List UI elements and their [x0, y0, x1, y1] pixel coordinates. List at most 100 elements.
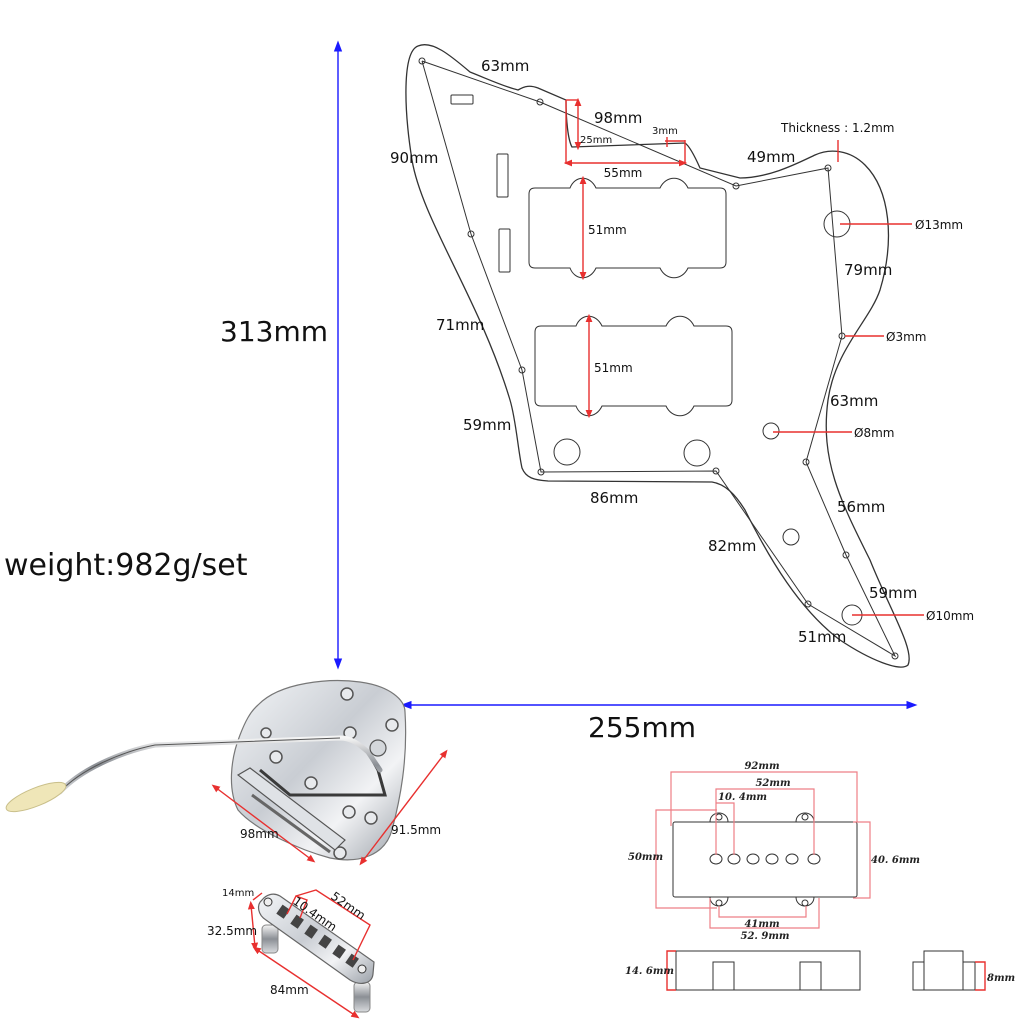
end-height-line	[975, 961, 986, 991]
screw-hole	[518, 366, 526, 374]
bridge-post	[261, 924, 279, 954]
edge-dim-top-mid: 98mm	[594, 109, 642, 127]
pole-piece	[709, 853, 723, 865]
side-height-line	[666, 950, 676, 991]
screw-hole	[842, 551, 850, 559]
screw-hole	[537, 468, 545, 476]
bridge-post	[353, 981, 371, 1013]
weight-label: weight:982g/set	[4, 548, 248, 583]
ear-inner-label: 41mm	[744, 919, 779, 930]
bridge-screw-icon	[263, 897, 273, 907]
side-height-label: 14. 6mm	[625, 966, 674, 977]
pole-span-label: 52mm	[755, 778, 790, 789]
screw-hole	[712, 467, 720, 475]
pickguard-outline	[405, 44, 910, 668]
screw-icon	[385, 718, 399, 732]
neck-cutout-dimensions: 25mm 55mm 3mm	[563, 97, 688, 180]
mount-height-label: 50mm	[628, 852, 663, 863]
edge-dim-top-right: 49mm	[747, 148, 795, 166]
pickguard-drawing: 51mm 51mm Ø13mm Ø3mm Ø8mm Ø10mm 25mm 55m…	[390, 44, 974, 668]
edge-dim-tail-left: 51mm	[798, 628, 846, 646]
cutout-width-label: 55mm	[604, 166, 643, 180]
screw-icon	[304, 776, 318, 790]
pickup-end-ear	[912, 961, 925, 991]
edge-dim-left-upper: 90mm	[390, 149, 438, 167]
hole-dim-10: Ø10mm	[926, 609, 974, 623]
screw-holes	[418, 57, 899, 660]
bridge-screw-icon	[357, 964, 367, 974]
height-label: 313mm	[220, 315, 328, 348]
pickup-end-view: 8mm	[912, 950, 1015, 991]
height-dimension: 313mm	[220, 40, 343, 670]
pickup-side-tab	[712, 961, 735, 991]
saddle-spacing-line	[286, 895, 308, 919]
pickup-cutout-neck	[528, 177, 727, 279]
pole-piece	[807, 853, 821, 865]
thickness-label: Thickness : 1.2mm	[780, 121, 894, 135]
jack-hole	[762, 422, 780, 440]
tremolo-width-label: 91.5mm	[391, 823, 441, 837]
edge-dim-left-lower: 59mm	[463, 416, 511, 434]
pole-piece	[746, 853, 760, 865]
screw-icon	[364, 811, 378, 825]
ear-outer-label: 52. 9mm	[741, 931, 790, 942]
hole-dim-3: Ø3mm	[886, 330, 926, 344]
bridge-length-label: 84mm	[270, 983, 309, 997]
string-span-line	[295, 889, 371, 961]
mount-width-label: 92mm	[744, 761, 779, 772]
post-height-arrow	[247, 900, 259, 952]
control-hole	[683, 439, 711, 467]
edge-dim-right-upper: 79mm	[844, 261, 892, 279]
pickup-cutout-dim-bridge: 51mm	[594, 361, 633, 375]
screw-hole	[824, 164, 832, 172]
pickup-end-body	[923, 950, 964, 991]
pickup-cutout-bridge	[534, 315, 733, 417]
switch-slot	[498, 228, 511, 273]
mount-hole	[715, 813, 723, 821]
misc-hole	[782, 528, 800, 546]
string-span-label: 52mm	[328, 889, 368, 923]
hole-dim-13: Ø13mm	[915, 218, 963, 232]
bridge-top-height-line	[252, 892, 263, 901]
pickup-top-view: 92mm 52mm 10. 4mm 50mm 40. 6mm 41mm 52. …	[628, 761, 920, 942]
screw-icon	[260, 727, 272, 739]
end-height-label: 8mm	[987, 973, 1015, 984]
screw-hole	[802, 458, 810, 466]
tremolo-unit: 98mm 91.5mm	[5, 680, 448, 866]
switch-slot	[450, 94, 474, 105]
width-dimension: 255mm	[400, 700, 918, 744]
edge-dim-top-left: 63mm	[481, 57, 529, 75]
screw-hole	[732, 182, 740, 190]
screw-icon	[269, 750, 283, 764]
pole-span-line	[715, 788, 815, 855]
switch-slot	[496, 153, 509, 198]
tremolo-length-arrow	[211, 784, 316, 863]
pickup-ear	[709, 896, 729, 907]
edge-dim-tail-right: 59mm	[869, 584, 917, 602]
mount-hole	[801, 813, 809, 821]
tremolo-length-label: 98mm	[240, 827, 279, 841]
pole-spacing-label: 10. 4mm	[718, 792, 767, 803]
cutout-step-label: 3mm	[652, 126, 678, 137]
mount-height-line	[655, 809, 717, 909]
screw-hole	[536, 98, 544, 106]
width-label: 255mm	[588, 711, 696, 744]
screw-hole	[418, 57, 426, 65]
mount-hole	[715, 899, 723, 907]
pickup-cover	[672, 821, 858, 898]
body-height-label: 40. 6mm	[871, 855, 920, 866]
pickup-side-body	[675, 950, 861, 991]
screw-icon	[342, 805, 356, 819]
edge-dim-left-mid: 71mm	[436, 316, 484, 334]
pole-spacing-line	[716, 802, 735, 855]
bridge-length-arrow	[252, 946, 360, 1019]
pickup-end-ear	[962, 961, 976, 991]
screw-hole	[467, 230, 475, 238]
arm-socket	[369, 739, 387, 757]
edge-dim-right-mid: 63mm	[830, 392, 878, 410]
screw-hole	[891, 652, 899, 660]
bridge-unit: 14mm 10.4mm 52mm 32.5mm 84mm	[207, 888, 375, 1019]
post-height-label: 32.5mm	[207, 924, 257, 938]
mount-width-line	[670, 771, 858, 826]
